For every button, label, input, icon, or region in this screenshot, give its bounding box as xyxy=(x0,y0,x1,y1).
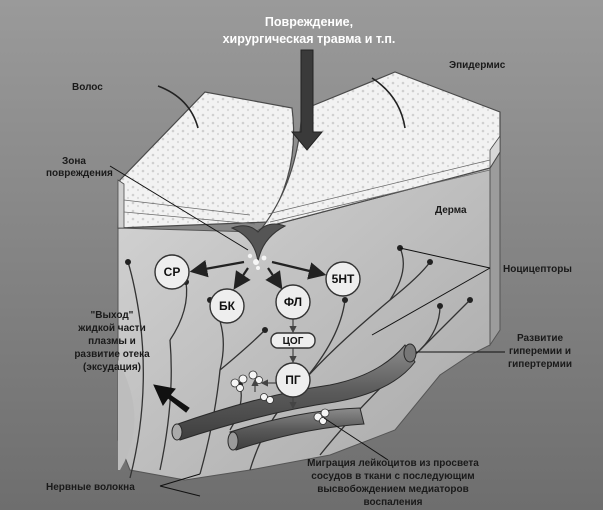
label-damage-zone-1: Зона xyxy=(62,156,86,167)
title-line-2: хирургическая травма и т.п. xyxy=(223,32,396,46)
node-sr: СР xyxy=(164,265,181,279)
label-damage-zone-2: повреждения xyxy=(46,168,113,179)
label-migration-4: воспаления xyxy=(364,497,423,508)
label-dermis: Дерма xyxy=(435,205,467,216)
label-exudation-4: развитие отека xyxy=(74,349,150,360)
node-bk: БК xyxy=(219,299,236,313)
title-line-1: Повреждение, xyxy=(265,15,353,29)
blood-vessel-upper-end xyxy=(404,344,416,362)
label-migration-2: сосудов в ткани с последующим xyxy=(311,471,474,482)
label-epidermis: Эпидермис xyxy=(449,60,506,71)
label-migration-3: высвобождением медиаторов xyxy=(317,483,469,495)
wound-debris xyxy=(253,259,259,265)
label-nociceptors: Ноцицепторы xyxy=(503,264,572,275)
wound-debris xyxy=(262,256,267,261)
node-tsog: ЦОГ xyxy=(283,336,304,347)
label-hyperemia-1: Развитие xyxy=(517,333,564,344)
blood-vessel-lower-end xyxy=(228,432,238,450)
node-5nt: 5НТ xyxy=(332,272,355,286)
label-hyperemia-3: гипертермии xyxy=(508,359,572,370)
label-migration-1: Миграция лейкоцитов из просвета xyxy=(307,458,479,469)
label-exudation-1: "Выход" xyxy=(91,310,134,321)
label-exudation-5: (эксудация) xyxy=(83,362,141,373)
label-exudation-3: плазмы и xyxy=(88,336,136,347)
epidermis-edge-left xyxy=(118,180,124,228)
wound-debris xyxy=(256,266,260,270)
label-hyperemia-2: гиперемии и xyxy=(509,346,571,357)
wound-debris xyxy=(248,254,252,258)
dermis-side xyxy=(490,152,500,345)
node-pg: ПГ xyxy=(285,373,301,387)
label-hair: Волос xyxy=(72,82,103,93)
label-nerve-fibers: Нервные волокна xyxy=(46,482,135,493)
node-fl: ФЛ xyxy=(284,295,302,309)
label-exudation-2: жидкой части xyxy=(77,323,145,334)
blood-vessel-upper-start xyxy=(172,424,182,440)
